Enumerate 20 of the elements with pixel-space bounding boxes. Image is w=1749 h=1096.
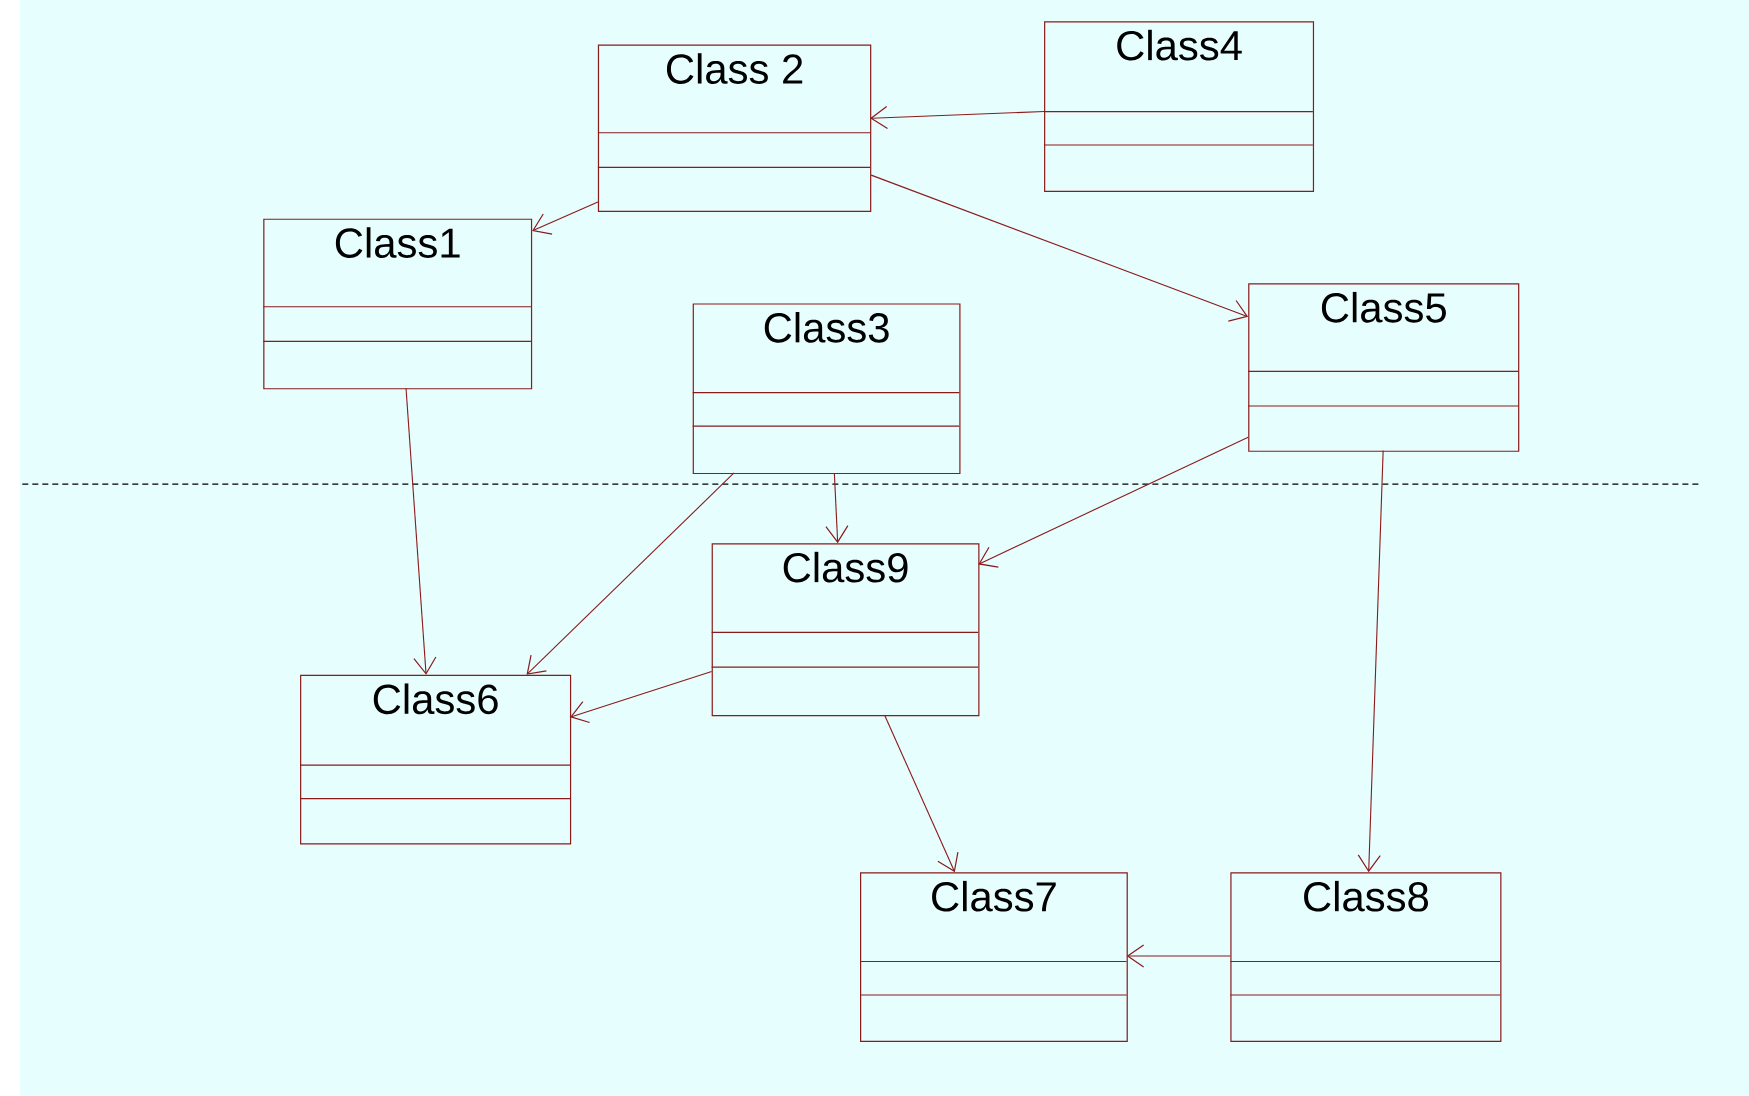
arrow bbox=[978, 436, 1249, 568]
class-box: Class5 bbox=[1247, 283, 1520, 452]
arrow bbox=[532, 201, 599, 235]
arrow bbox=[526, 472, 735, 675]
class-box: Class9 bbox=[711, 543, 980, 716]
arrow bbox=[825, 472, 849, 543]
class-box: Class4 bbox=[1043, 20, 1315, 192]
arrow bbox=[870, 174, 1249, 322]
arrow bbox=[1126, 944, 1231, 968]
arrow bbox=[570, 670, 713, 723]
class-box: Class 2 bbox=[597, 44, 872, 212]
class-box: Class3 bbox=[692, 303, 961, 474]
class-box: Class7 bbox=[859, 872, 1128, 1042]
class-box: Class8 bbox=[1229, 872, 1502, 1042]
arrow bbox=[870, 105, 1045, 129]
arrow bbox=[405, 387, 437, 675]
class-box: Class1 bbox=[262, 218, 533, 390]
class-box: Class6 bbox=[299, 674, 572, 845]
arrow bbox=[1357, 449, 1384, 873]
arrow bbox=[884, 714, 959, 873]
